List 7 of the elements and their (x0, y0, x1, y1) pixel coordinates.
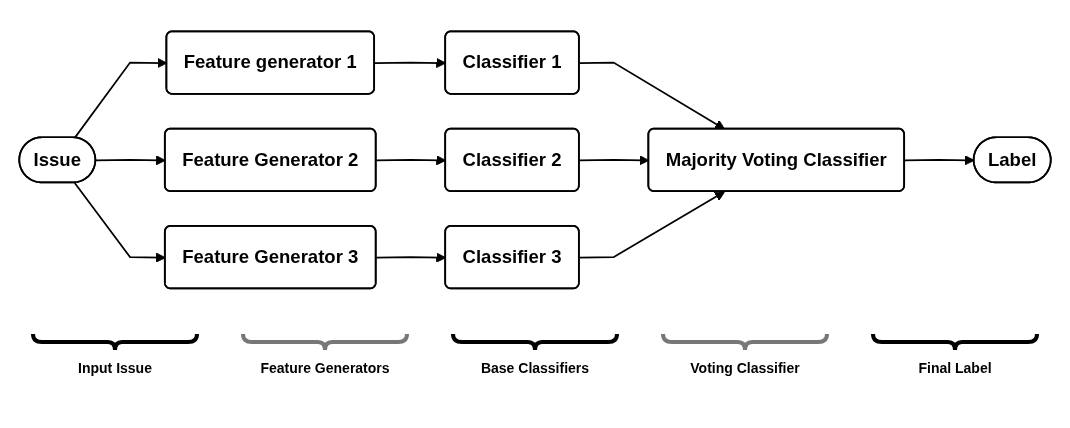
column-label: Feature Generators (260, 360, 390, 376)
arrow (578, 191, 725, 259)
column-label: Input Issue (78, 360, 152, 376)
arrow (578, 61, 725, 130)
column-label: Final Label (918, 360, 992, 376)
column-label: Voting Classifier (690, 360, 800, 376)
column-label: Base Classifiers (480, 360, 590, 376)
